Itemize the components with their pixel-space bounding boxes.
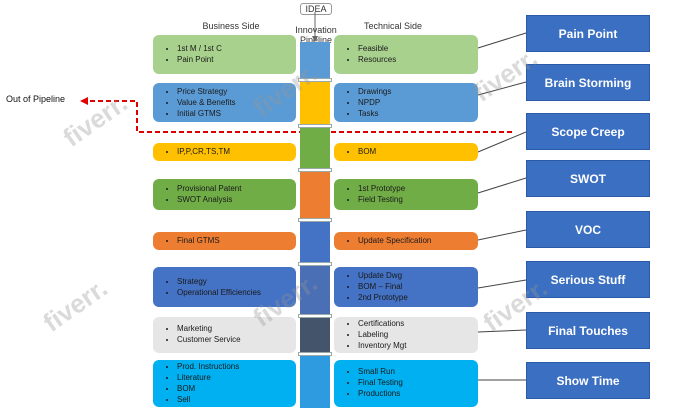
pipeline-segment-1 bbox=[300, 42, 330, 80]
technical-box-3: BOM bbox=[334, 143, 478, 161]
technical-box-7: CertificationsLabelingInventory Mgt bbox=[334, 317, 478, 353]
business-box-2: Price StrategyValue & BenefitsInitial GT… bbox=[153, 83, 296, 122]
business-item: Final GTMS bbox=[177, 235, 290, 246]
technical-item: Final Testing bbox=[358, 377, 472, 388]
technical-box-2: DrawingsNPDPTasks bbox=[334, 83, 478, 122]
pipeline-segment-5 bbox=[300, 220, 330, 264]
technical-box-8: Small RunFinal TestingProductions bbox=[334, 360, 478, 407]
technical-item: Small Run bbox=[358, 366, 472, 377]
business-item: Prod. Instructions bbox=[177, 361, 290, 372]
business-item: Value & Benefits bbox=[177, 97, 290, 108]
technical-item: Tasks bbox=[358, 108, 472, 119]
business-item: Price Strategy bbox=[177, 86, 290, 97]
stage-voc: VOC bbox=[526, 211, 650, 248]
business-box-8: Prod. InstructionsLiteratureBOMSell bbox=[153, 360, 296, 407]
technical-item: Field Testing bbox=[358, 194, 472, 205]
business-box-3: IP,P,CR,TS,TM bbox=[153, 143, 296, 161]
business-item: Strategy bbox=[177, 276, 290, 287]
technical-item: Inventory Mgt bbox=[358, 340, 472, 351]
pipeline-segment-3 bbox=[300, 126, 330, 170]
business-item: SWOT Analysis bbox=[177, 194, 290, 205]
business-item: Sell bbox=[177, 394, 290, 405]
business-item: 1st M / 1st C bbox=[177, 43, 290, 54]
technical-item: Certifications bbox=[358, 318, 472, 329]
technical-item: Feasible bbox=[358, 43, 472, 54]
technical-item: BOM – Final bbox=[358, 281, 472, 292]
stage-serious-stuff: Serious Stuff bbox=[526, 261, 650, 298]
business-item: IP,P,CR,TS,TM bbox=[177, 146, 290, 157]
technical-box-1: FeasibleResources bbox=[334, 35, 478, 74]
business-box-5: Final GTMS bbox=[153, 232, 296, 250]
stage-final-touches: Final Touches bbox=[526, 312, 650, 349]
technical-item: 1st Prototype bbox=[358, 183, 472, 194]
idea-label: IDEA bbox=[300, 3, 332, 15]
pipeline-segment-6 bbox=[300, 264, 330, 316]
pipeline-joint bbox=[298, 262, 332, 266]
technical-item: Labeling bbox=[358, 329, 472, 340]
technical-item: Drawings bbox=[358, 86, 472, 97]
stage-scope-creep: Scope Creep bbox=[526, 113, 650, 150]
stage-swot: SWOT bbox=[526, 160, 650, 197]
business-box-7: MarketingCustomer Service bbox=[153, 317, 296, 353]
technical-item: 2nd Prototype bbox=[358, 292, 472, 303]
pipeline-segment-8 bbox=[300, 354, 330, 408]
pipeline-segment-2 bbox=[300, 80, 330, 126]
business-item: BOM bbox=[177, 383, 290, 394]
pipeline-joint bbox=[298, 78, 332, 82]
pipeline-joint bbox=[298, 218, 332, 222]
technical-box-6: Update DwgBOM – Final2nd Prototype bbox=[334, 267, 478, 307]
technical-box-5: Update Specification bbox=[334, 232, 478, 250]
technical-box-4: 1st PrototypeField Testing bbox=[334, 179, 478, 210]
business-item: Initial GTMS bbox=[177, 108, 290, 119]
technical-item: Update Specification bbox=[358, 235, 472, 246]
business-item: Pain Point bbox=[177, 54, 290, 65]
business-item: Customer Service bbox=[177, 334, 290, 345]
pipeline-segment-7 bbox=[300, 316, 330, 354]
technical-side-header: Technical Side bbox=[363, 21, 423, 31]
technical-item: Update Dwg bbox=[358, 270, 472, 281]
business-box-4: Provisional PatentSWOT Analysis bbox=[153, 179, 296, 210]
pipeline-joint bbox=[298, 168, 332, 172]
technical-item: Productions bbox=[358, 388, 472, 399]
stage-brain-storming: Brain Storming bbox=[526, 64, 650, 101]
pipeline-joint bbox=[298, 124, 332, 128]
business-item: Literature bbox=[177, 372, 290, 383]
technical-item: Resources bbox=[358, 54, 472, 65]
pipeline-joint bbox=[298, 352, 332, 356]
business-box-1: 1st M / 1st CPain Point bbox=[153, 35, 296, 74]
business-item: Operational Efficiencies bbox=[177, 287, 290, 298]
business-side-header: Business Side bbox=[202, 21, 260, 31]
out-of-pipeline-label: Out of Pipeline bbox=[6, 94, 66, 104]
pipeline-segment-4 bbox=[300, 170, 330, 220]
business-item: Marketing bbox=[177, 323, 290, 334]
technical-item: NPDP bbox=[358, 97, 472, 108]
technical-item: BOM bbox=[358, 146, 472, 157]
stage-pain-point: Pain Point bbox=[526, 15, 650, 52]
stage-show-time: Show Time bbox=[526, 362, 650, 399]
business-box-6: StrategyOperational Efficiencies bbox=[153, 267, 296, 307]
pipeline-joint bbox=[298, 314, 332, 318]
business-item: Provisional Patent bbox=[177, 183, 290, 194]
